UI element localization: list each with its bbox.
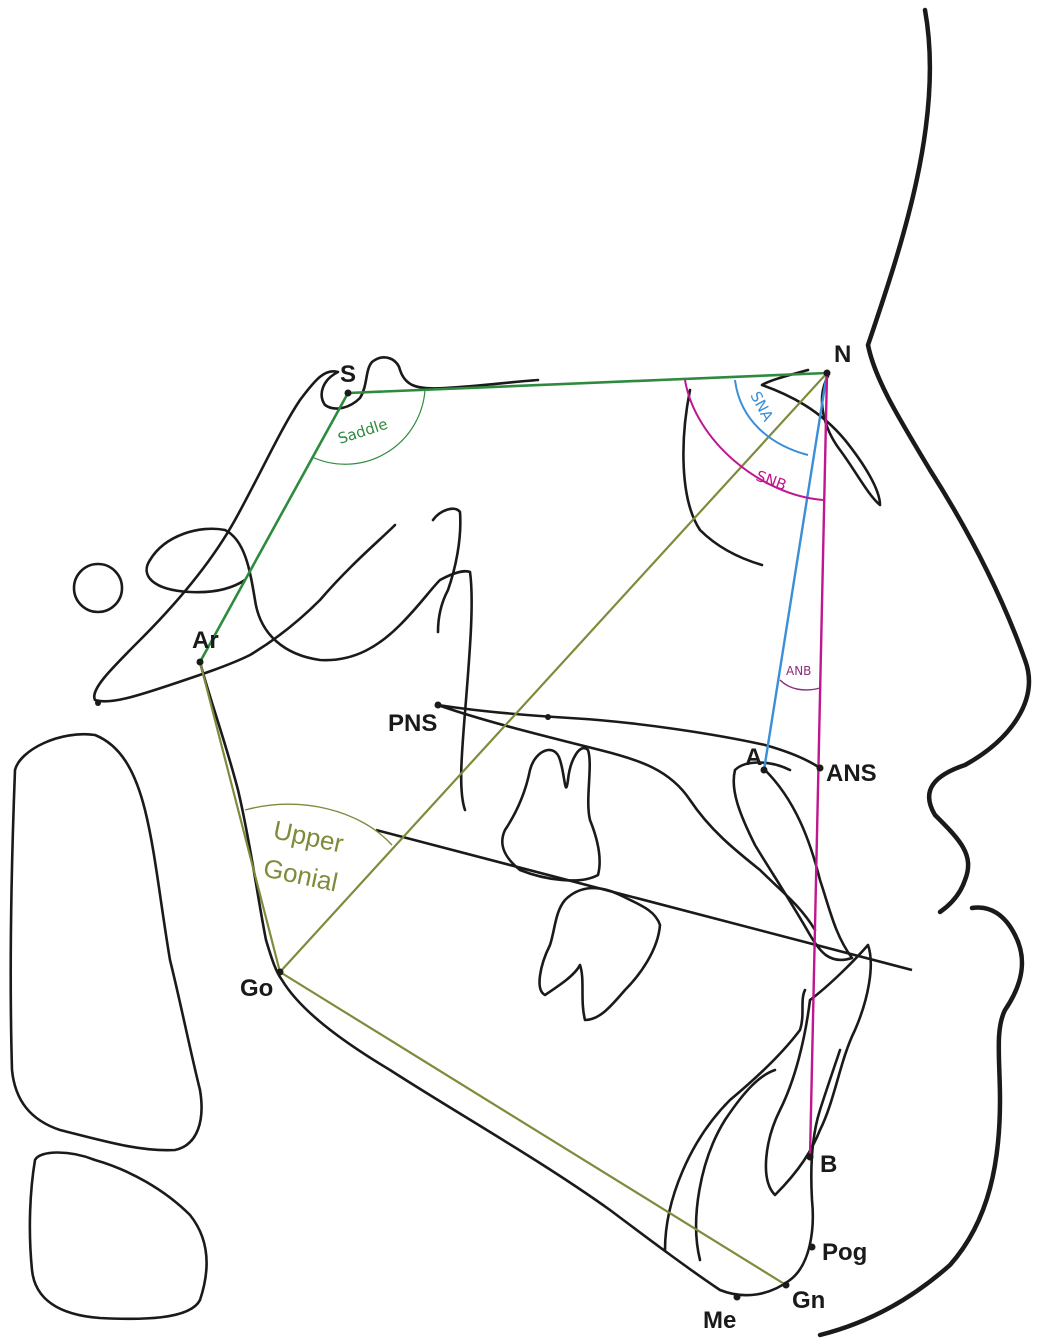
label-ans: ANS [826,760,877,787]
sna-arc [734,379,809,456]
label-a: A [745,744,762,771]
label-gn: Gn [792,1287,825,1314]
go-n-line [279,372,828,973]
point-gn [782,1281,790,1289]
upper-gonial-label-line1: Upper [271,815,347,859]
snb-arc [684,379,824,501]
occlusal-plane-line [375,828,913,972]
label-s: S [340,361,356,388]
ar-go-line [198,661,282,973]
point-a [760,766,768,774]
label-pns: PNS [388,710,437,737]
cervical-vertebra-upper [9,732,203,1152]
pterygoid-contour [145,507,462,634]
n-a-line [762,372,829,771]
snb-angle-label: SNB [754,467,789,495]
posterior-skull-contour [148,527,473,812]
label-n: N [834,341,851,368]
nasal-bone-contour [760,368,882,507]
mandible-outline [198,660,842,1297]
sn-line [347,371,828,395]
point-b [806,1153,814,1161]
cervical-vertebra-lower [28,1151,208,1321]
sella-cranial-base [92,356,540,703]
s-ar-line [198,392,350,663]
point-s [344,389,352,397]
label-me: Me [703,1307,736,1334]
point-me [733,1293,741,1301]
palate-outline [436,703,822,932]
label-go: Go [240,975,273,1002]
point-pns [434,701,442,709]
anterior-maxilla [732,761,854,962]
point-n [823,369,831,377]
label-pog: Pog [822,1239,867,1266]
soft-tissue-profile [817,7,1032,1338]
point-ar [196,658,204,666]
upper-gonial-label-line2: Gonial [261,853,341,898]
orbit-floor-contour [682,388,764,567]
point-ba [95,700,101,706]
label-ar: Ar [192,627,219,654]
point-go [276,968,284,976]
anb-angle-label: ANB [786,664,811,678]
anb-arc [779,679,821,691]
upper-gonial-arc [244,803,393,846]
lower-molar [538,886,662,1022]
point-pog [808,1243,816,1251]
point-ans [816,764,824,772]
go-gn-line [279,971,787,1286]
saddle-angle-label: Saddle [336,415,390,448]
label-b: B [820,1151,837,1178]
point-palate-mid [545,714,551,720]
saddle-arc [311,389,426,465]
upper-molar [500,746,601,882]
ear-rod-circle [72,562,124,614]
lower-incisor [764,943,873,1197]
